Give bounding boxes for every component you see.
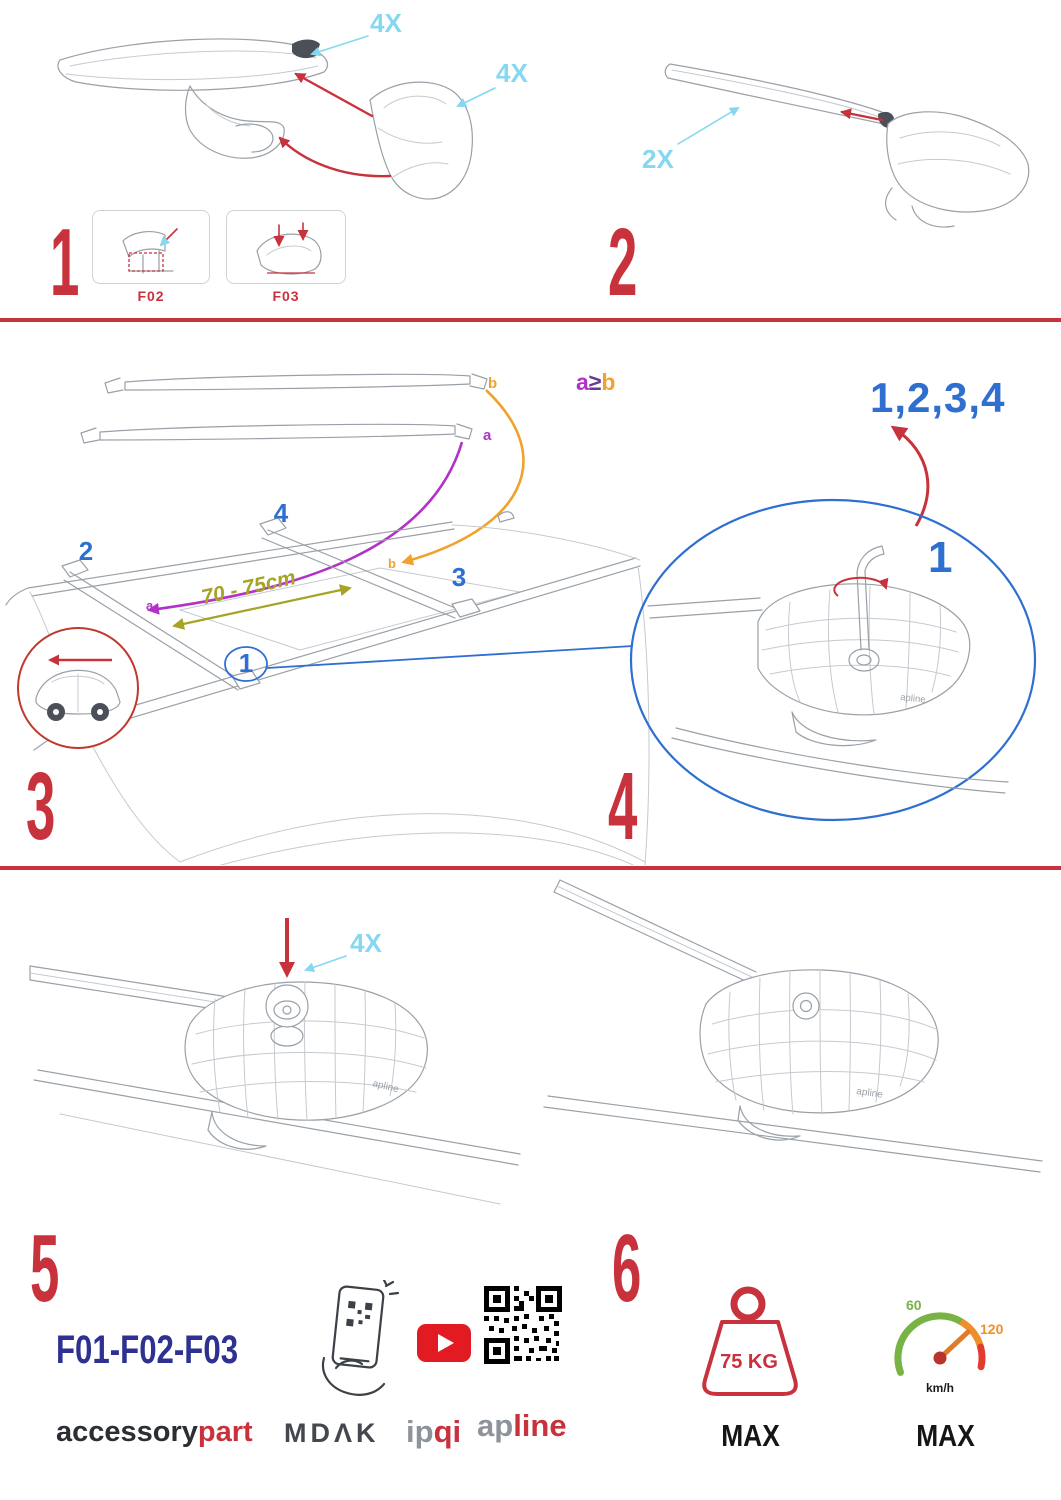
youtube-icon	[417, 1324, 471, 1362]
bar-b-label: b	[488, 375, 497, 392]
roof-b-label: b	[388, 556, 396, 571]
max-speed-icon: 60 120 km/h	[894, 1297, 1004, 1395]
speed-unit: km/h	[926, 1381, 954, 1395]
rotate-arrow	[833, 576, 889, 597]
max-weight-value: 75 KG	[720, 1351, 778, 1373]
qty-pointer	[677, 106, 740, 145]
allen-key	[856, 545, 885, 651]
part-code-f02: F02	[137, 288, 165, 304]
brand-mark-right: apline	[856, 1086, 884, 1101]
step2-illustration: 2X	[642, 63, 1030, 228]
step3-step4-illustration: b a a≥b	[5, 369, 1037, 865]
section-divider-1	[0, 318, 1061, 322]
first-position: 1	[928, 533, 952, 582]
clamp-zoom-drawing: apline	[647, 545, 1009, 794]
roof-a-label: a	[146, 598, 154, 613]
step1-illustration: 4X 4X	[57, 8, 528, 200]
position-1-circle	[224, 646, 268, 682]
clamp-foot-drawing	[885, 111, 1030, 228]
crossbar-end-drawing	[57, 38, 329, 159]
bar-b-placement-arrow	[401, 389, 525, 566]
qty-label-clip: 4X	[370, 8, 402, 38]
rule-a: a	[576, 369, 589, 395]
position-1: 1	[239, 648, 253, 678]
accessorypart-logo: accessorypart	[56, 1416, 253, 1449]
tighten-sequence: 1,2,3,4	[870, 374, 1005, 421]
speed-low-value: 60	[906, 1297, 922, 1313]
distance-arrow	[172, 584, 352, 630]
qty-pointer-cover	[456, 87, 496, 107]
qty-pointer	[304, 955, 347, 973]
qty-label: 2X	[642, 144, 674, 174]
step5-number: 5	[30, 1215, 60, 1322]
zoom-connector-line	[266, 645, 634, 669]
ap-text: ap	[477, 1408, 514, 1443]
position-3: 3	[452, 562, 466, 592]
speed-high-value: 120	[980, 1321, 1004, 1337]
line-text: line	[513, 1408, 567, 1443]
sequence-arrow	[890, 425, 930, 527]
part-box-f02	[92, 210, 210, 284]
step1-number: 1	[50, 209, 80, 316]
car-direction-inset	[17, 627, 139, 749]
part-f02-drawing	[122, 228, 178, 274]
clamp-knob-drawing: apline	[29, 965, 521, 1205]
section-divider-2	[0, 866, 1061, 870]
crossbar-b-drawing	[104, 373, 488, 394]
step2-number: 2	[608, 209, 638, 316]
part-f03-drawing	[256, 222, 322, 275]
rubber-cover-drawing	[369, 81, 473, 200]
rule-b: b	[601, 369, 615, 395]
qr-scan-phone-icon	[321, 1280, 400, 1396]
step5-illustration: apline 4X apline	[29, 879, 1043, 1205]
max-speed-label: MAX	[916, 1418, 975, 1453]
qty-label-cover: 4X	[496, 58, 528, 88]
position-4: 4	[274, 498, 289, 528]
qty-label: 4X	[350, 928, 382, 958]
max-load-label: MAX	[721, 1418, 780, 1453]
rear-crossbar-drawing	[259, 517, 481, 619]
rule-op: ≥	[589, 369, 602, 395]
qr-code	[484, 1286, 562, 1364]
ip-text: ip	[406, 1414, 434, 1449]
phone-qr-screen	[346, 1300, 373, 1327]
step3-number: 3	[26, 753, 56, 860]
clamp-mounted-drawing: apline	[543, 879, 1043, 1173]
part-text: part	[197, 1416, 253, 1448]
front-crossbar-drawing	[61, 559, 261, 691]
bar-a-placement-arrow	[147, 441, 464, 615]
mini-arrow	[159, 228, 178, 247]
slide-in-arrow	[840, 108, 884, 122]
step6-number: 6	[612, 1215, 642, 1322]
qty-pointer-clip	[310, 35, 369, 57]
ipqi-logo: ipqi	[406, 1414, 461, 1450]
bar-a-label: a	[483, 427, 492, 444]
part-box-f03	[226, 210, 346, 284]
max-load-icon: 75 KG	[702, 1286, 798, 1396]
model-codes: F01-F02-F03	[56, 1328, 239, 1372]
brand-mark: apline	[900, 692, 926, 706]
qi-text: qi	[433, 1414, 462, 1449]
part-code-f03: F03	[272, 288, 300, 304]
step4-number: 4	[608, 753, 638, 860]
length-rule: a≥b	[576, 369, 615, 395]
zoom-circle	[629, 498, 1037, 822]
end-clip	[292, 39, 320, 59]
mdak-logo: MDΛK	[284, 1418, 380, 1448]
position-2: 2	[79, 536, 93, 566]
accessory-text: accessory	[56, 1416, 198, 1448]
insert-arrow-top	[294, 72, 374, 118]
crossbar-profile-drawing	[664, 63, 894, 128]
insert-arrow-bottom	[278, 136, 392, 178]
crossbar-a-drawing	[80, 423, 473, 444]
apline-logo: apline	[477, 1408, 567, 1444]
